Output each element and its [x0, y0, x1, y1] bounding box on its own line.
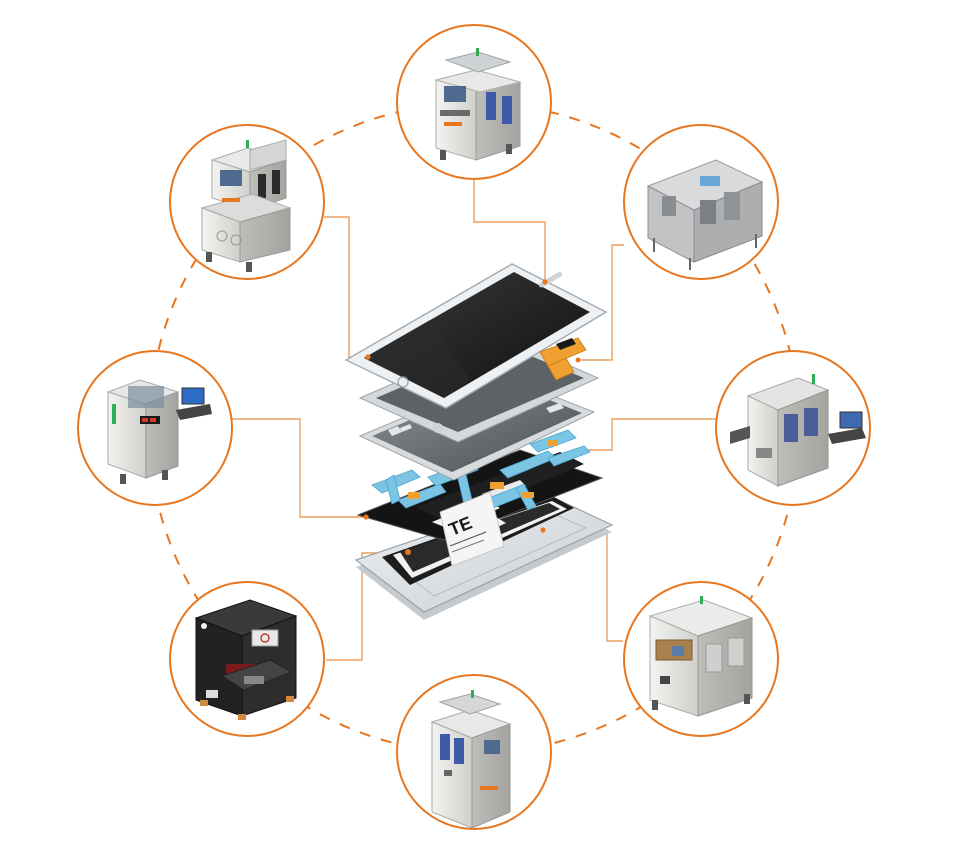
conveyor-inspection-machine — [730, 374, 866, 487]
leader-line-top-right — [578, 244, 624, 361]
aoi-cabinet-machine — [430, 690, 512, 829]
node-inspection-cabinet[interactable] — [396, 24, 552, 180]
press-fixture-machine — [194, 599, 298, 720]
fpc-orange-parts — [408, 440, 558, 499]
node-assembly-line[interactable] — [623, 24, 779, 280]
home-button-icon — [397, 376, 409, 388]
node-laminating[interactable] — [169, 124, 325, 280]
inspection-cabinet-machine — [434, 48, 522, 161]
orange-fpc — [539, 337, 587, 381]
node-dispensing[interactable] — [77, 350, 233, 506]
leader-lines — [232, 179, 716, 661]
phone-exploded-stack: TE — [344, 263, 614, 620]
node-cleanroom-cabinet[interactable] — [623, 581, 779, 737]
assembly-line-machine — [646, 159, 764, 270]
cleanroom-cabinet-machine — [648, 596, 754, 717]
node-press-fixture[interactable] — [169, 581, 325, 737]
cover-glass-layer — [344, 263, 608, 409]
leader-line-right — [578, 418, 716, 451]
laminating-machine — [200, 139, 292, 272]
leader-line-top-left — [324, 216, 374, 358]
node-aoi-cabinet[interactable] — [396, 674, 552, 830]
te-label-panel: TE — [439, 491, 505, 567]
leader-line-left — [232, 418, 366, 518]
leader-line-top — [473, 179, 546, 282]
node-conveyor-inspection[interactable] — [715, 350, 871, 506]
dispensing-machine — [106, 379, 212, 484]
